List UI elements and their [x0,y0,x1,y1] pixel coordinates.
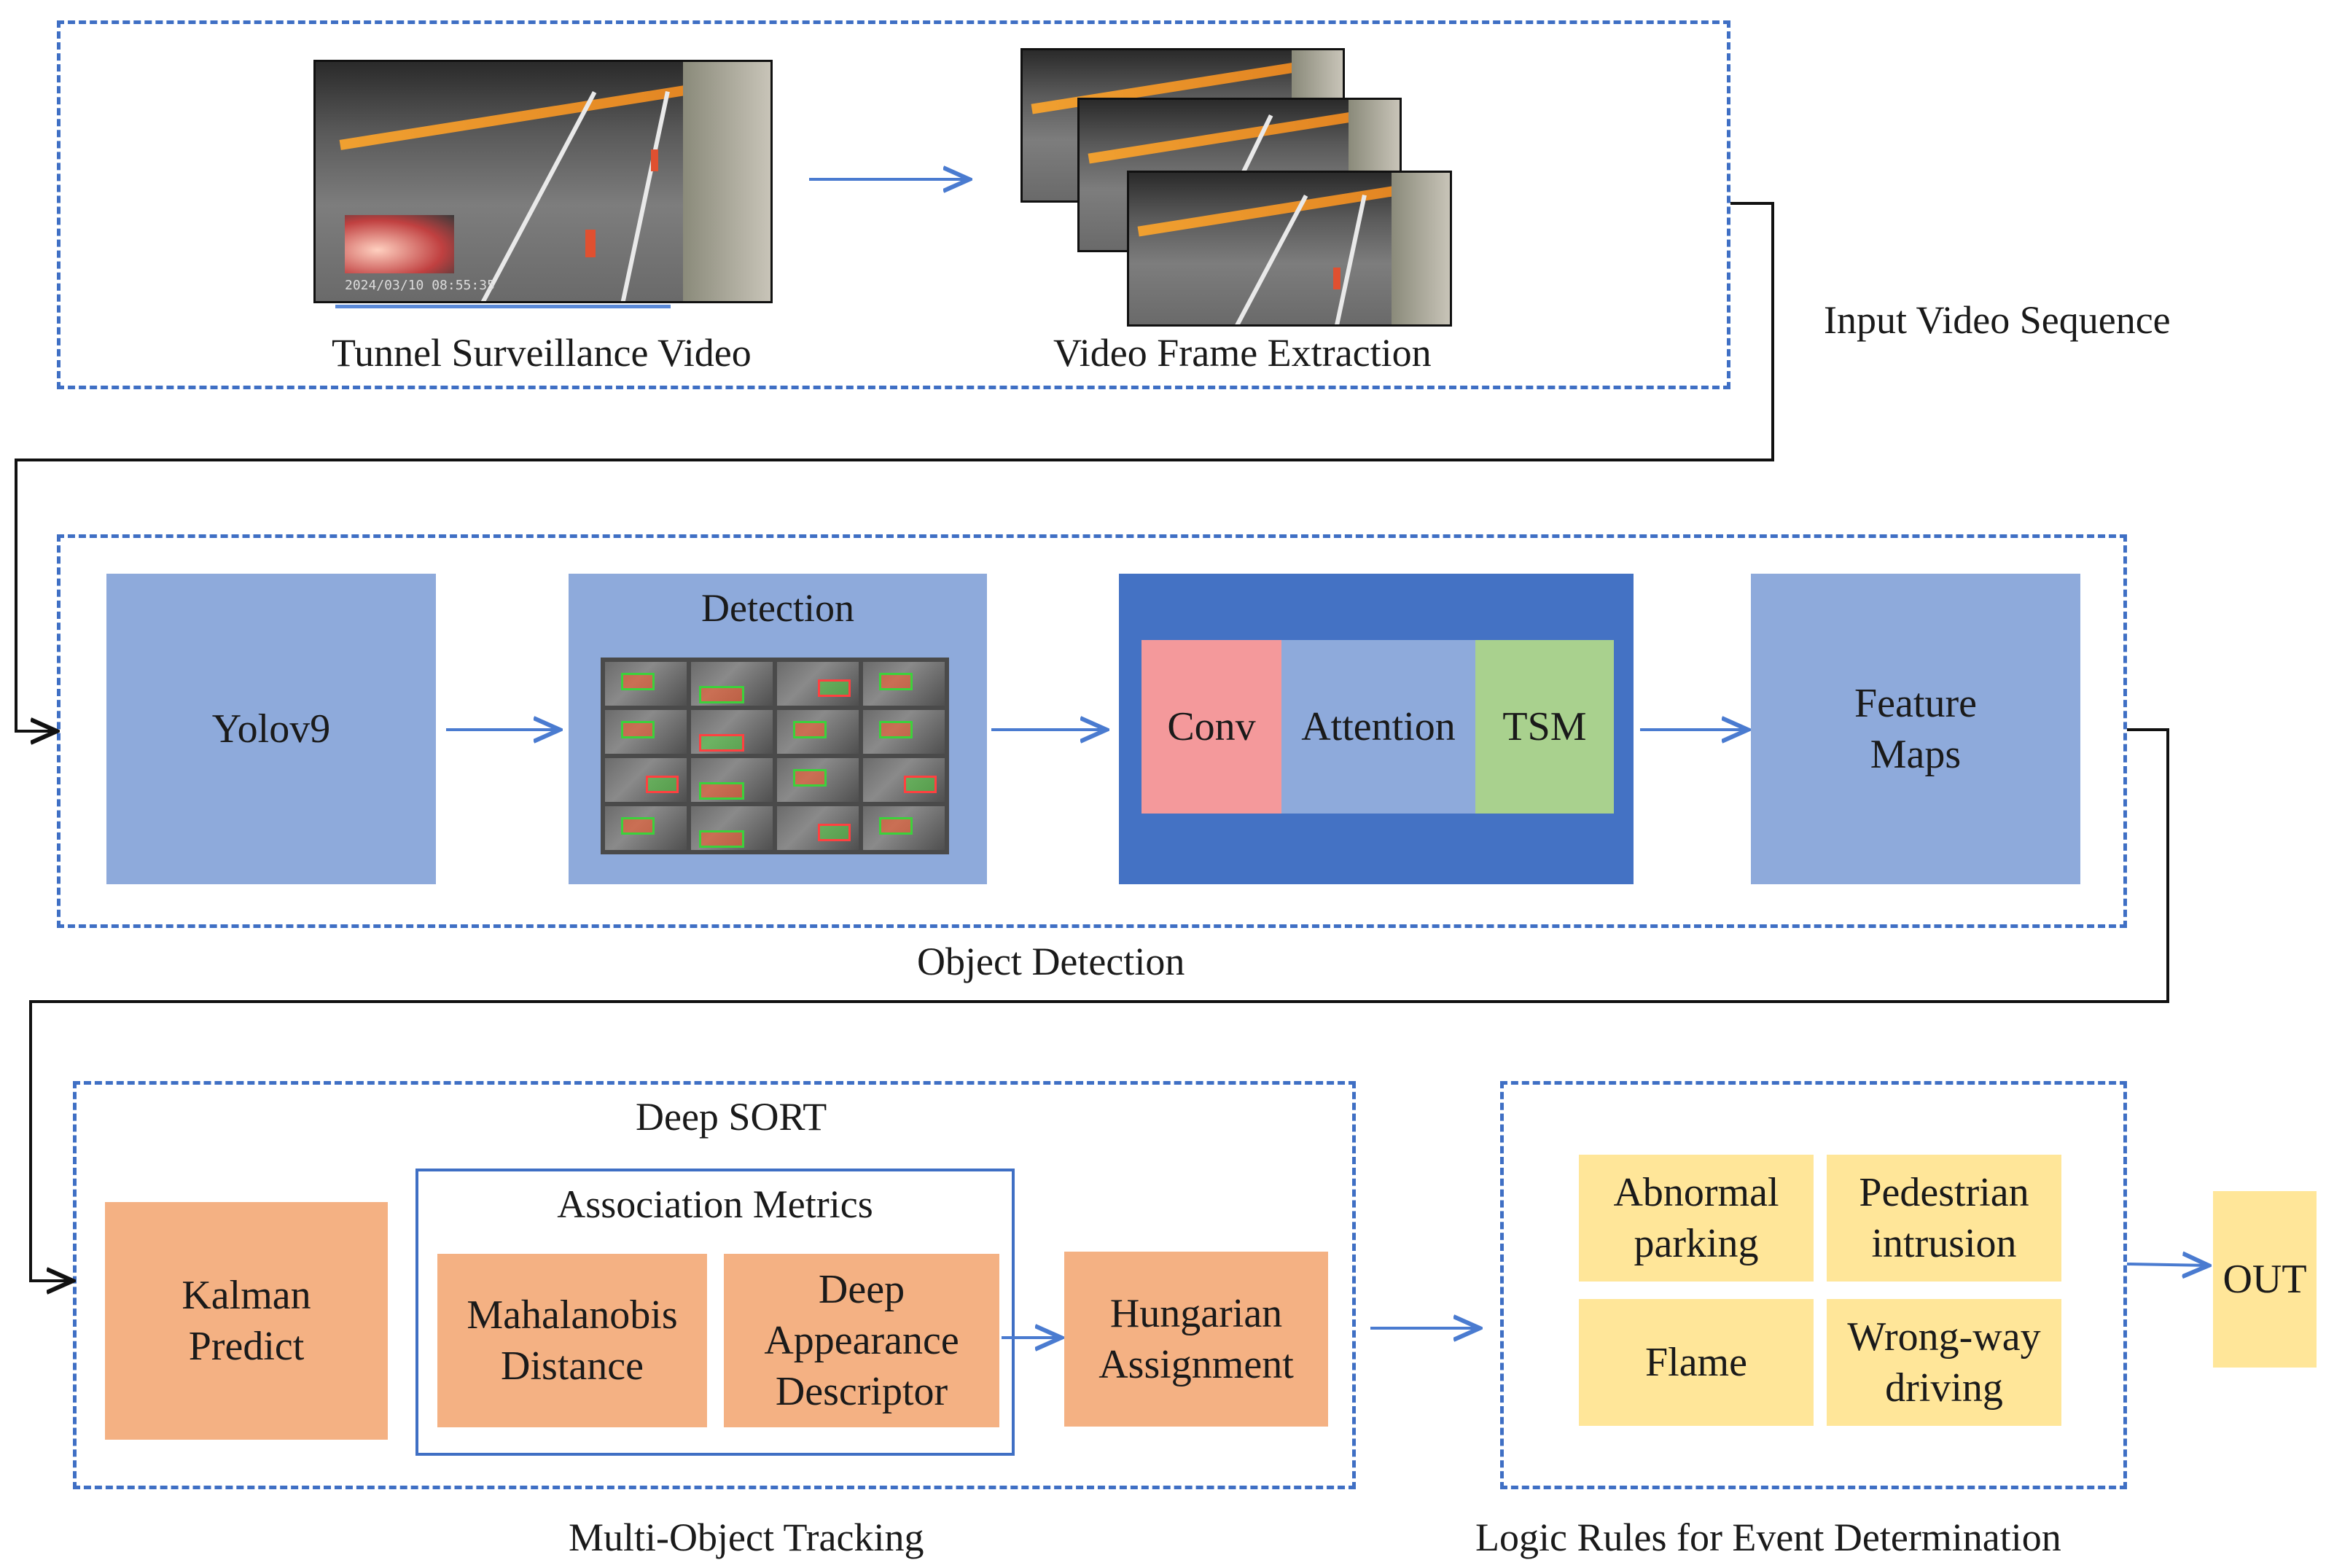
video-progress-bar [335,305,671,308]
input-video-sequence-box [57,20,1730,389]
feature-maps-block: Feature Maps [1751,574,2080,884]
video-frame-3 [1127,171,1452,327]
attention-block: Attention [1281,640,1475,814]
kalman-predict-block: Kalman Predict [105,1202,388,1440]
abnormal-parking-block: Abnormal parking [1579,1155,1814,1282]
logic-rules-title: Logic Rules for Event Determination [1475,1516,2061,1559]
tsm-block: TSM [1475,640,1614,814]
tunnel-surveillance-video-label: Tunnel Surveillance Video [332,331,752,375]
deep-sort-title: Deep SORT [636,1095,827,1139]
hungarian-assignment-block: Hungarian Assignment [1064,1252,1328,1427]
detection-results-image [601,658,949,854]
out-block: OUT [2213,1191,2317,1368]
yolov9-block: Yolov9 [106,574,436,884]
pedestrian-intrusion-block: Pedestrian intrusion [1827,1155,2061,1282]
video-timestamp: 2024/03/10 08:55:35 [345,278,495,293]
flame-block: Flame [1579,1299,1814,1426]
conv-block: Conv [1141,640,1281,814]
mahalanobis-distance-block: Mahalanobis Distance [437,1254,707,1427]
connector-stage1-to-stage2 [15,202,1774,731]
arrow-logic-to-out [2126,1264,2209,1265]
video-frame-extraction-label: Video Frame Extraction [1053,331,1432,375]
wrong-way-driving-block: Wrong-way driving [1827,1299,2061,1426]
object-detection-title: Object Detection [917,940,1185,983]
connector-stage2-to-stage3 [29,728,2169,1281]
input-video-sequence-title: Input Video Sequence [1824,298,2171,342]
tunnel-surveillance-video-image: 2024/03/10 08:55:35 [313,60,773,303]
association-metrics-box [415,1169,1015,1456]
detection-title: Detection [701,586,854,630]
association-metrics-title: Association Metrics [557,1182,873,1226]
logic-rules-box [1500,1081,2127,1489]
deep-appearance-descriptor-block: Deep Appearance Descriptor [724,1254,999,1427]
multi-object-tracking-title: Multi-Object Tracking [569,1516,924,1559]
